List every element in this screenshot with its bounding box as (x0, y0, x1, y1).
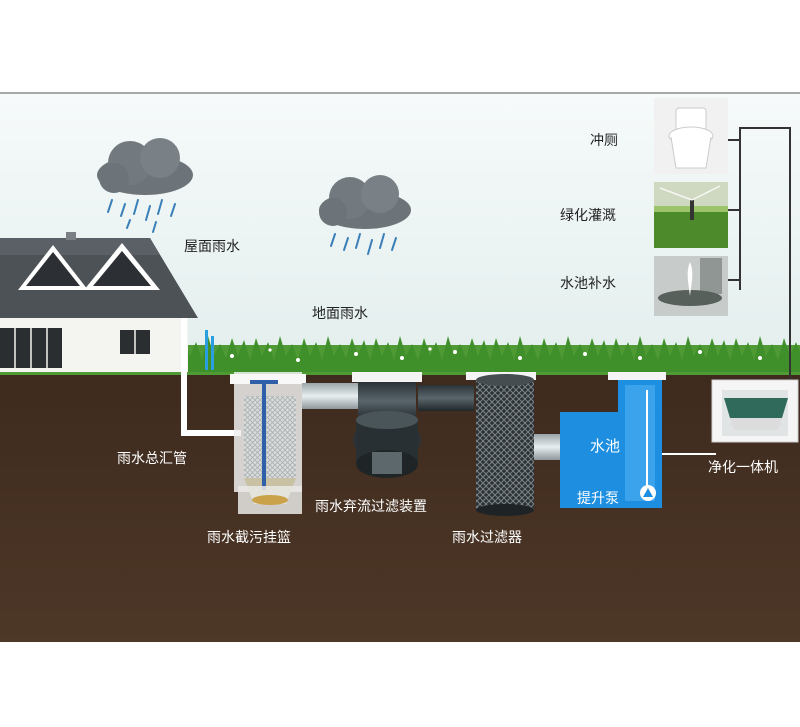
diversion-filter-label: 雨水弃流过滤装置 (315, 496, 427, 516)
rainwater-filter (466, 372, 536, 516)
diversion-filter-device (352, 372, 422, 478)
pump-icon (640, 485, 656, 501)
ground-rain-label: 地面雨水 (312, 303, 368, 323)
basket-label: 雨水截污挂篮 (207, 527, 291, 547)
greening-label: 绿化灌溉 (560, 205, 616, 225)
purifier-label: 净化一体机 (708, 457, 778, 477)
toilet-label: 冲厕 (590, 130, 618, 150)
interception-basket (230, 372, 306, 514)
filter-label: 雨水过滤器 (452, 527, 522, 547)
toilet-icon (654, 98, 728, 174)
pool-label: 水池 (590, 435, 620, 456)
main-pipe-label: 雨水总汇管 (117, 448, 187, 468)
roof-rain-label: 屋面雨水 (184, 236, 240, 256)
pool-refill-label: 水池补水 (560, 273, 616, 293)
purifier-box-icon (712, 380, 798, 442)
fountain-icon (654, 256, 728, 316)
pump-label: 提升泵 (577, 488, 619, 508)
sprinkler-icon (654, 182, 728, 248)
